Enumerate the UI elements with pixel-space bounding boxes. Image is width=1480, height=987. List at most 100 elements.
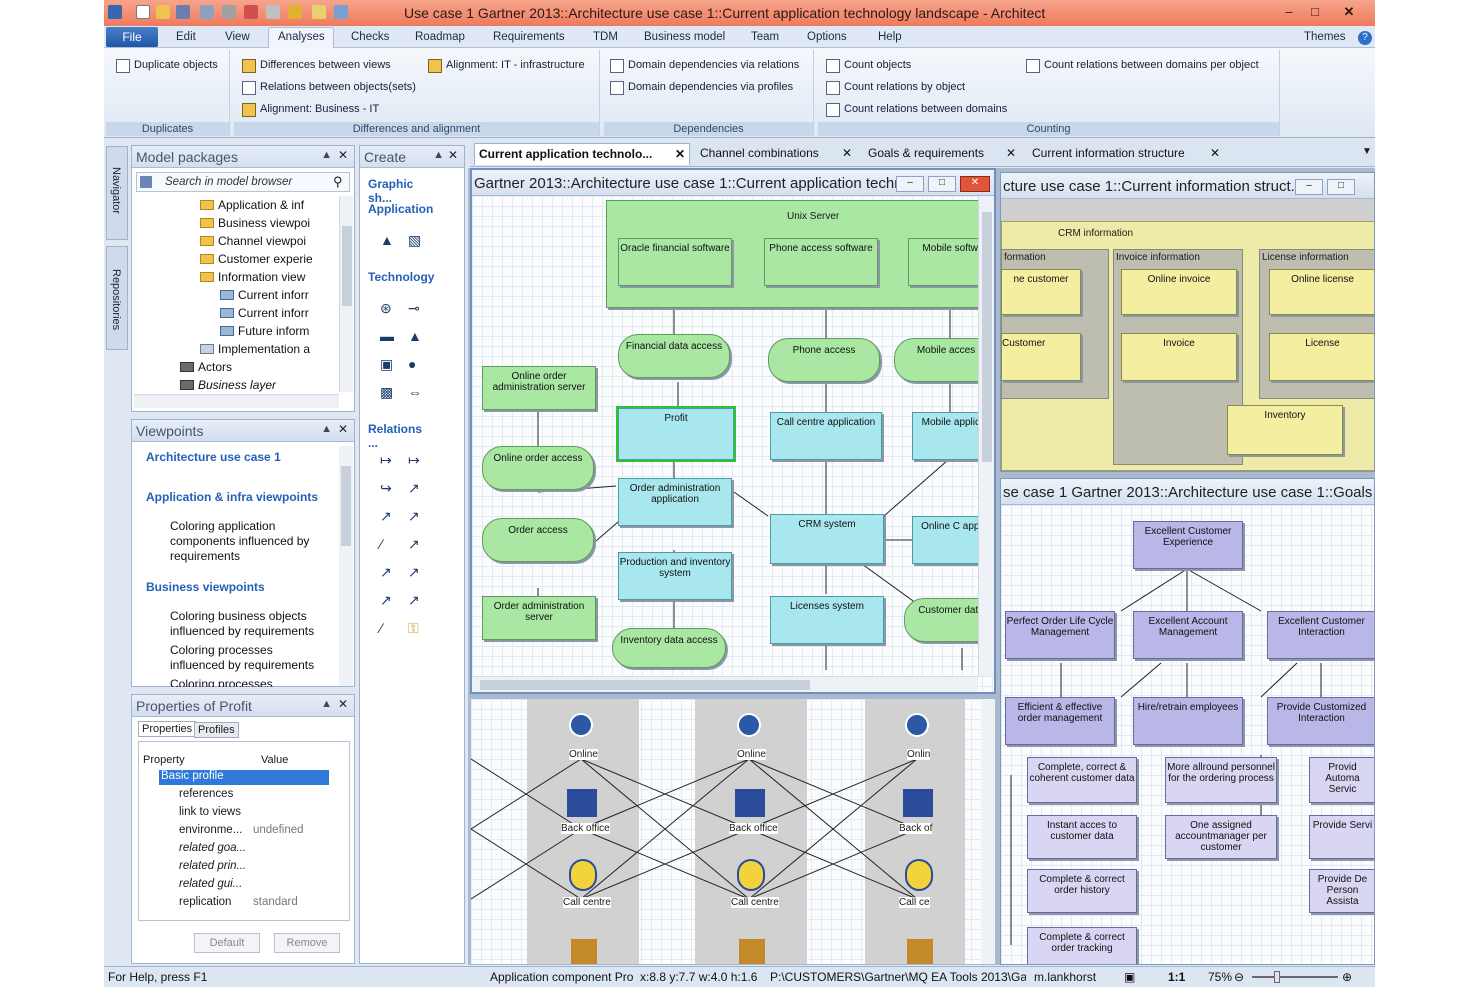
info-object[interactable]: ne customer [1001,269,1081,315]
application-component-icon[interactable]: ▲ [380,232,394,248]
goal[interactable]: Provide Customized Interaction [1267,697,1374,745]
cut-icon[interactable] [266,5,280,19]
infrastructure-service[interactable]: Phone access [768,338,880,382]
menu-business-model[interactable]: Business model [644,31,726,43]
requirement[interactable]: Complete, correct & coherent customer da… [1027,757,1137,803]
viewpoint-item[interactable]: Coloring application components influenc… [170,519,310,563]
tree-item[interactable]: Customer experie [200,252,313,266]
domain-deps-relations-button[interactable]: Domain dependencies via relations [610,59,799,73]
info-object[interactable]: Online invoice [1121,269,1237,315]
close-button[interactable]: ✕ [960,176,990,192]
property-name[interactable]: references [179,788,234,800]
artifact-icon[interactable]: ▲ [408,328,422,344]
pin-icon[interactable]: ▲ [433,149,444,161]
call-centre-icon[interactable] [737,859,765,891]
maximize-button[interactable]: □ [928,176,956,192]
application-interface-icon[interactable]: ▧ [408,232,422,248]
system-software-icon[interactable]: ▣ [380,356,394,372]
goal[interactable]: Excellent Account Management [1133,611,1243,659]
call-centre-icon[interactable] [905,859,933,891]
zoom-slider[interactable] [1252,971,1338,983]
requirement[interactable]: One assigned accountmanager per customer [1165,815,1277,859]
relation-icon[interactable]: ∕ [380,620,383,636]
property-name[interactable]: replication [179,896,232,908]
store-icon[interactable] [571,939,597,964]
goal[interactable]: Efficient & effective order management [1005,697,1115,745]
info-object[interactable]: License [1269,333,1374,381]
key-icon[interactable]: ⚿ [408,620,419,636]
menu-requirements[interactable]: Requirements [493,31,565,43]
tree-item[interactable]: Information view [200,270,305,284]
search-input[interactable]: Search in model browser [165,176,293,188]
relation-icon[interactable]: ↗ [380,592,392,608]
node-icon[interactable]: ⊛ [380,300,392,316]
tree-item[interactable]: Current inforr [220,288,309,302]
tree-item[interactable]: Channel viewpoi [200,234,306,248]
diagram-canvas[interactable]: Excellent Customer Experience Perfect Or… [1001,505,1374,964]
doc-tab-current-application[interactable]: Current application technolo...✕ [474,143,690,165]
close-icon[interactable]: ✕ [447,148,458,162]
export-icon[interactable] [244,5,258,19]
menu-roadmap[interactable]: Roadmap [415,31,465,43]
tab-profiles[interactable]: Profiles [194,722,239,738]
service-icon[interactable]: ● [408,356,417,372]
info-object[interactable]: Customer [1001,333,1081,381]
pin-icon[interactable]: ▲ [321,149,332,161]
pin-icon[interactable]: ▲ [321,423,332,435]
tree-item[interactable]: Actors [180,360,232,374]
relation-icon[interactable]: ↗ [380,564,392,580]
new-icon[interactable] [136,5,150,19]
infrastructure-service[interactable]: Online order access [482,446,594,490]
online-channel-icon[interactable] [569,713,593,737]
zoom-ratio[interactable]: 1:1 [1168,970,1186,984]
tree-item[interactable]: Business layer [180,378,276,392]
info-object[interactable]: Inventory [1227,405,1343,455]
viewpoints-scrollbar[interactable] [339,446,353,686]
print-icon[interactable] [222,5,236,19]
back-office-icon[interactable] [567,789,597,817]
close-icon[interactable]: ✕ [337,697,348,711]
pin-icon[interactable]: ▲ [321,698,332,710]
menu-team[interactable]: Team [751,31,780,43]
application-component[interactable]: Order administration application [618,478,732,526]
application-component[interactable]: Profit [616,406,736,462]
application-component[interactable]: Licenses system [770,596,884,644]
navigator-tab[interactable]: Navigator [106,146,128,240]
close-icon[interactable]: ✕ [337,422,348,436]
back-office-icon[interactable] [903,789,933,817]
diagram-canvas[interactable]: Online Online Onlin Back office Back off… [471,699,995,964]
viewpoint-section-title[interactable]: Business viewpoints [146,580,265,594]
relation-icon[interactable]: ↦ [408,452,420,468]
system-software-node[interactable]: Phone access software [764,238,878,286]
interface-icon[interactable]: ⊸ [408,300,420,316]
minimize-button[interactable]: – [1295,179,1323,195]
goal[interactable]: Hire/retrain employees [1133,697,1243,745]
property-value[interactable]: undefined [253,824,304,836]
create-section-graphic-shapes[interactable]: Graphic sh... [368,177,414,205]
close-button[interactable]: ✕ [1343,4,1355,19]
viewpoint-section-title[interactable]: Architecture use case 1 [146,450,281,464]
requirement[interactable]: Instant acces to customer data [1027,815,1137,859]
close-icon[interactable]: ✕ [1209,146,1220,160]
menu-view[interactable]: View [225,31,250,43]
requirement[interactable]: Provide De Person Assista [1309,869,1374,913]
close-icon[interactable]: ✕ [841,146,852,160]
menu-analyses[interactable]: Analyses [278,31,325,43]
property-name[interactable]: related prin... [179,860,247,872]
repositories-tab[interactable]: Repositories [106,246,128,350]
doc-tab-current-information[interactable]: Current information structure✕ [1028,143,1224,165]
requirement[interactable]: Provide Servi [1309,815,1374,859]
property-row-selected[interactable]: Basic profile [159,770,329,785]
property-name[interactable]: related goa... [179,842,247,854]
count-relations-by-object-button[interactable]: Count relations by object [826,81,965,95]
fit-page-icon[interactable]: ▣ [1124,970,1136,984]
tree-vscrollbar[interactable] [339,196,353,392]
tab-properties[interactable]: Properties [138,721,197,737]
minimize-button[interactable]: – [896,176,924,192]
node[interactable]: Order administration server [482,596,596,640]
application-component[interactable]: Call centre application [770,412,882,460]
create-section-relations[interactable]: Relations ... [368,422,423,450]
hscrollbar[interactable] [472,676,978,692]
zoom-out-icon[interactable]: ⊖ [1234,970,1245,984]
doc-tab-goals-requirements[interactable]: Goals & requirements✕ [864,143,1020,165]
